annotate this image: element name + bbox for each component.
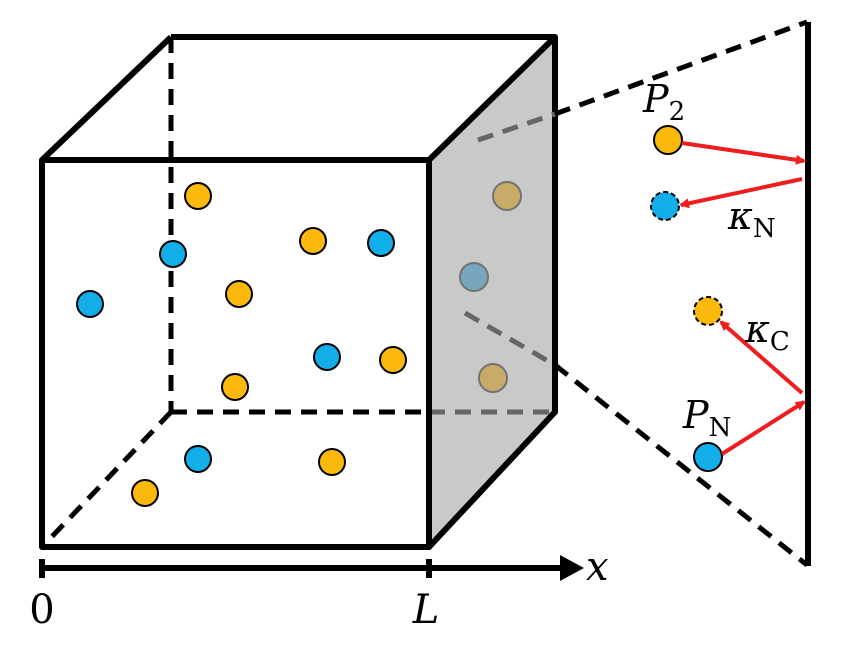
axis-label: x	[586, 544, 609, 590]
math-labels: P2 κN κC PN	[642, 77, 790, 443]
pn-particle	[693, 442, 723, 472]
reflection-arrows	[679, 141, 806, 456]
orange-particle	[131, 479, 159, 507]
orange-particle	[184, 182, 212, 210]
hidden-edges	[40, 37, 429, 549]
blue-particle	[184, 445, 212, 473]
orange-particle	[318, 448, 346, 476]
p2-label: P2	[642, 77, 685, 127]
pn-label: PN	[682, 393, 731, 443]
orange-particle	[221, 373, 249, 401]
orange-particle	[379, 346, 407, 374]
particles-on-wall	[459, 181, 522, 393]
red-arrow-icon	[679, 177, 803, 209]
orange-particle	[492, 181, 522, 211]
right-arrow-icon	[560, 555, 584, 581]
origin-label: 0	[29, 587, 54, 633]
zoom-lines	[463, 19, 809, 567]
particles-in-box	[76, 182, 407, 507]
red-arrow-icon	[720, 400, 806, 456]
orange-particle	[225, 280, 253, 308]
blue-particle	[367, 229, 395, 257]
length-label: L	[412, 587, 440, 633]
x-axis	[39, 555, 584, 581]
orange-particle	[478, 363, 508, 393]
zoom-particles	[650, 125, 723, 472]
red-arrow-icon	[681, 141, 806, 165]
blue-particle	[313, 343, 341, 371]
p2-particle	[653, 125, 683, 155]
red-arrow-icon	[719, 320, 804, 395]
kappa-n-label: κN	[727, 194, 776, 244]
orange-particle	[299, 227, 327, 255]
reflected-orange-particle	[693, 296, 723, 326]
blue-particle	[76, 290, 104, 318]
reflected-blue-particle	[650, 191, 680, 221]
box-edges	[39, 34, 555, 550]
blue-particle	[159, 240, 187, 268]
blue-particle	[459, 262, 489, 292]
right-wall	[426, 34, 558, 550]
kappa-c-label: κC	[744, 307, 790, 357]
